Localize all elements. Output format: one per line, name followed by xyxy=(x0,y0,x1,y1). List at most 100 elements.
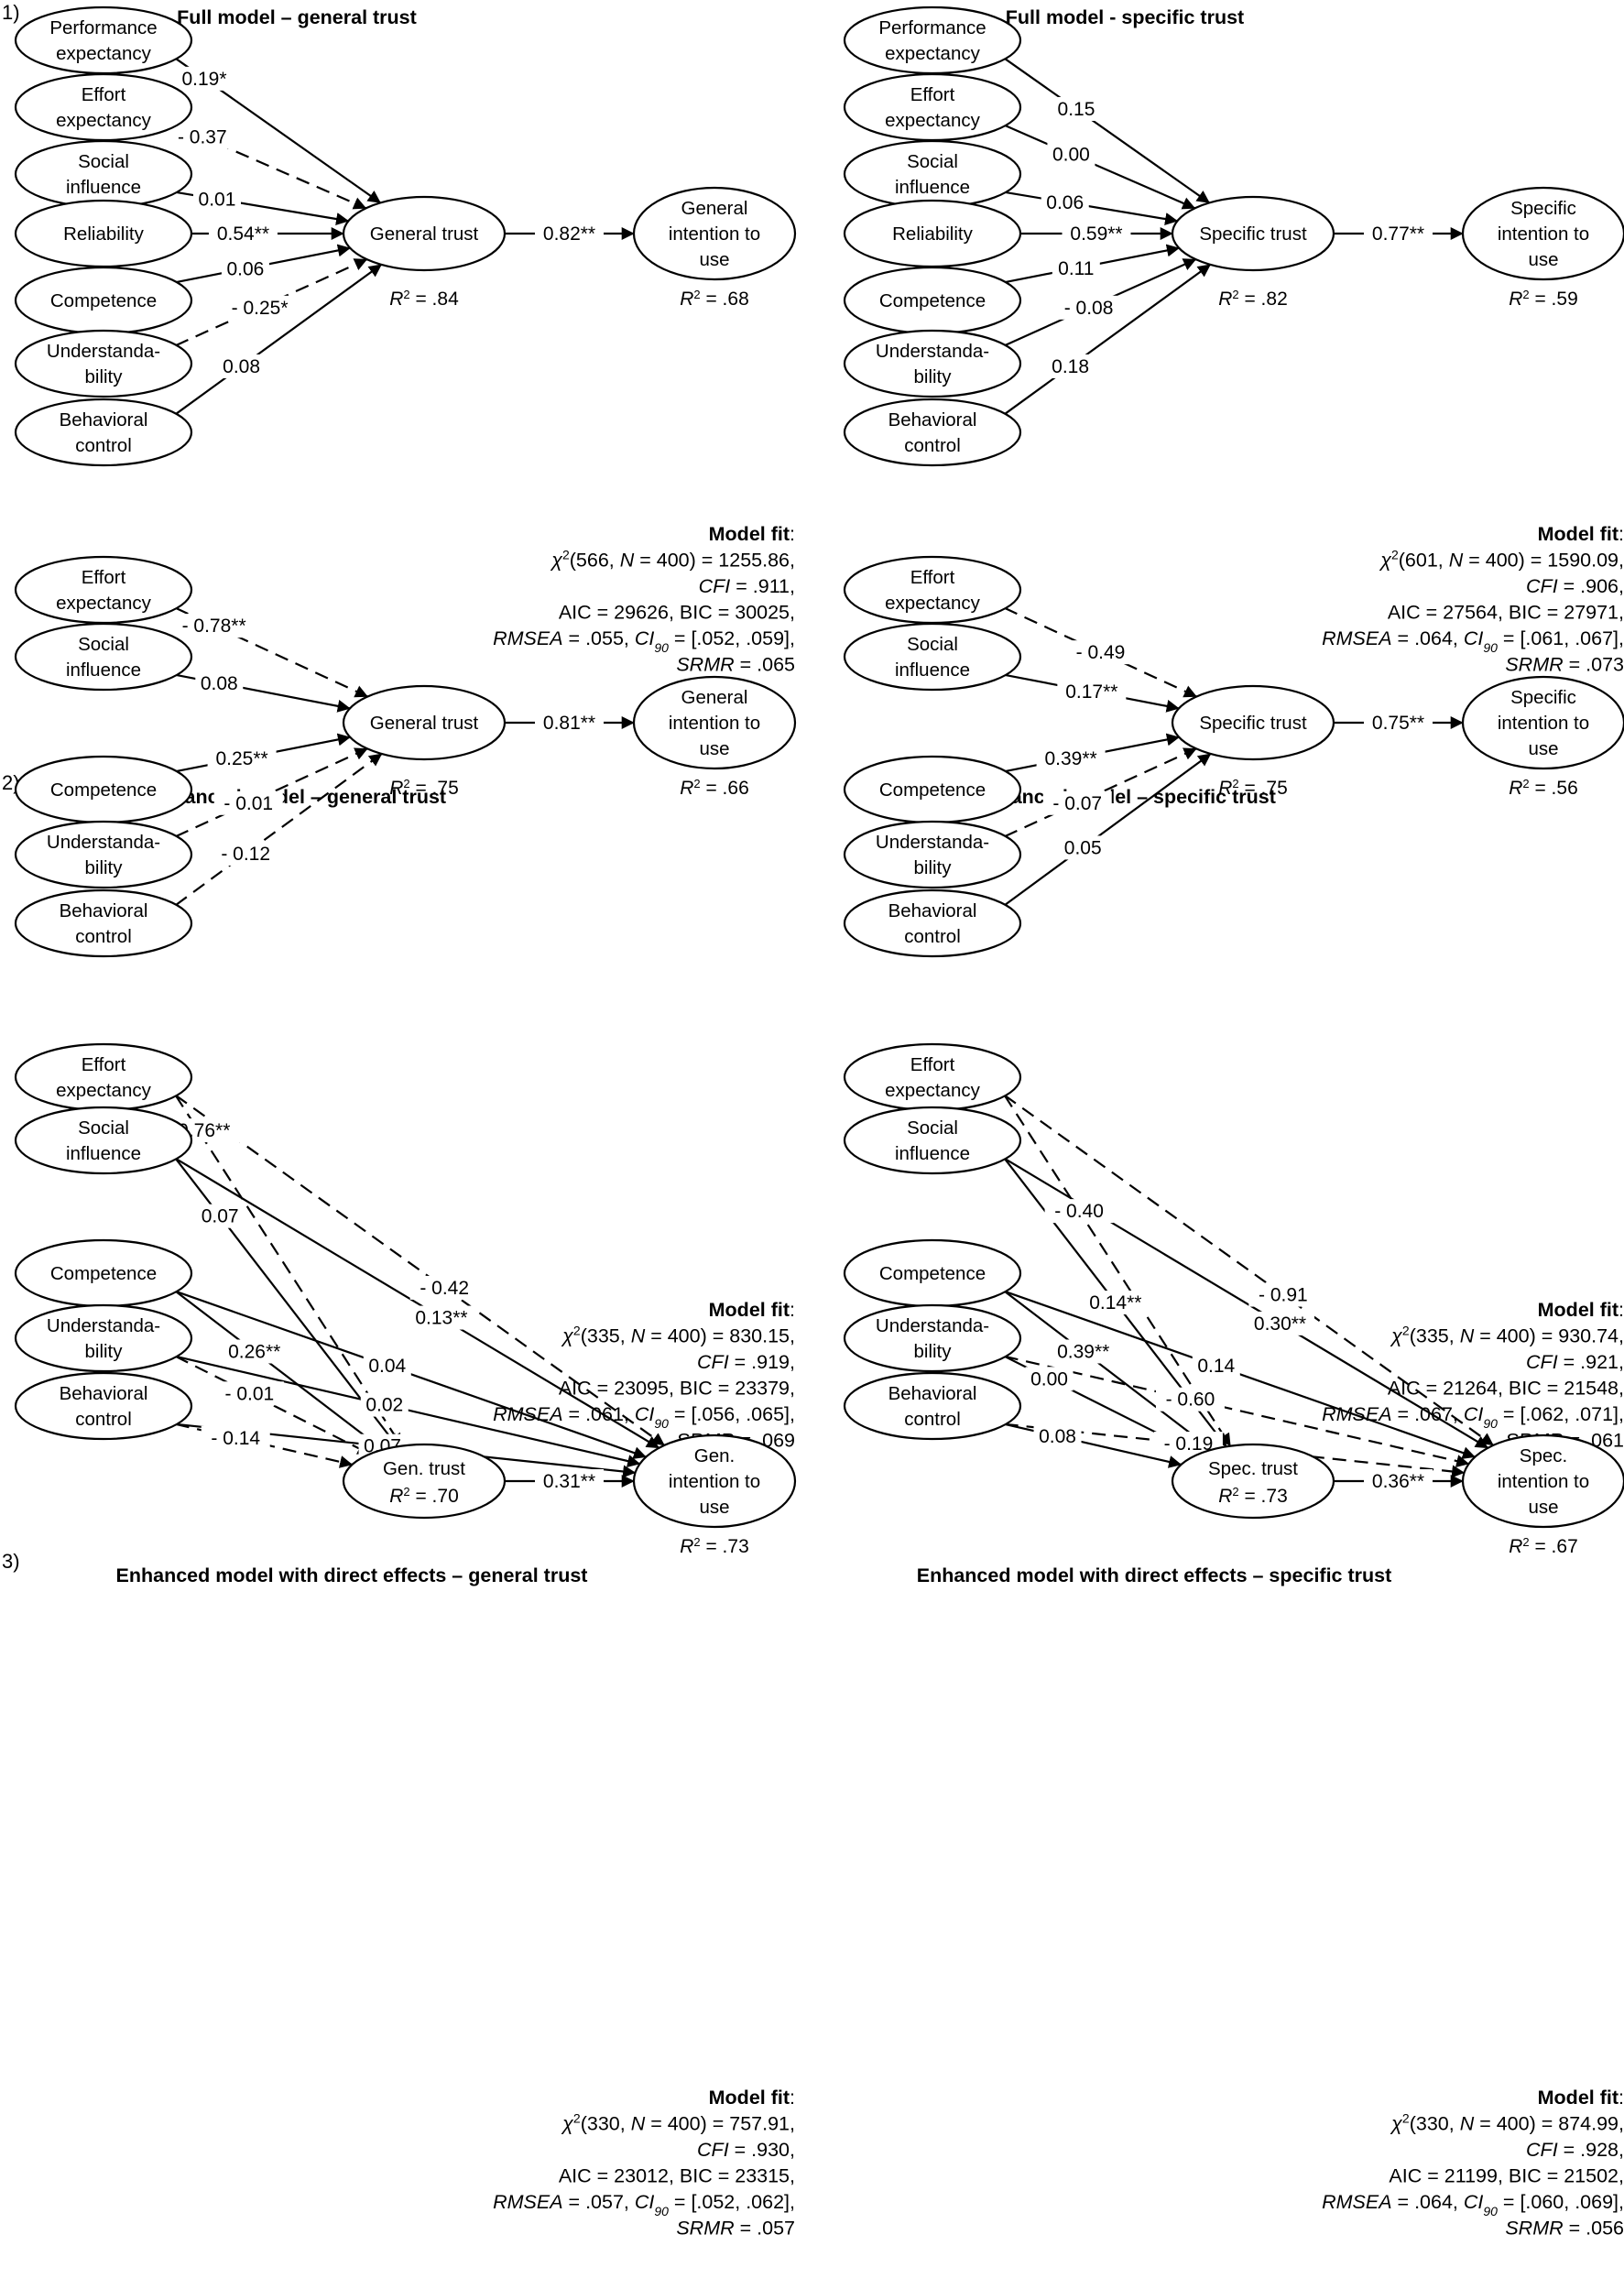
path-coefficient-label: 0.07 xyxy=(202,1206,239,1227)
understandability-node: Understanda-bility xyxy=(843,820,1022,889)
competence-node: Competence xyxy=(14,1238,193,1308)
path-coefficient-label: 0.15 xyxy=(1058,99,1095,120)
path-bc-to-trust xyxy=(1004,753,1212,907)
path-label-background xyxy=(535,1469,604,1493)
model-fit-heading: Model fit: xyxy=(709,523,795,545)
model-fit-srmr: SRMR = .056 xyxy=(1505,2218,1624,2240)
path-ee-to-trust xyxy=(1003,1095,1232,1447)
path-label-background xyxy=(1025,1367,1074,1391)
node-label: Specific trust xyxy=(1199,713,1307,734)
path-coefficient-label: - 0.91 xyxy=(1259,1285,1308,1306)
reliability-node: Reliability xyxy=(843,199,1022,268)
trust-node: Specific trust xyxy=(1171,684,1335,761)
model-fit-heading: Model fit: xyxy=(709,2087,795,2109)
r-squared-intent: R2 = .73 xyxy=(680,1535,749,1558)
path-label-background xyxy=(168,125,237,149)
path-und-to-trust xyxy=(175,258,368,347)
path-coefficient-label: 0.39** xyxy=(1057,1341,1109,1362)
path-und-to-trust xyxy=(175,1355,371,1455)
path-label-background xyxy=(535,711,604,735)
path-label-background xyxy=(1052,256,1100,280)
path-label-background xyxy=(1057,680,1127,704)
node-label: General trust xyxy=(370,713,479,734)
trust-node: Specific trust xyxy=(1171,195,1335,272)
r-squared-trust: R2 = .70 xyxy=(389,1485,459,1508)
path-ee-to-trust xyxy=(1004,606,1197,698)
node-ellipse xyxy=(843,329,1022,398)
path-label-background xyxy=(1062,222,1131,245)
node-label: Gen. trust xyxy=(383,1458,465,1479)
path-label-background xyxy=(1047,142,1095,167)
path-label-background xyxy=(192,187,241,212)
path-coefficient-label: 0.08 xyxy=(1039,1426,1076,1447)
node-ellipse xyxy=(1171,684,1335,761)
model-fit-block: Model fit:χ2(335, N = 400) = 830.15,CFI … xyxy=(493,1299,795,1452)
path-label-background xyxy=(1046,354,1095,378)
path-si-to-intent xyxy=(175,1157,660,1449)
path-labels: - 0.76**0.070.26**- 0.01- 0.140.31**- 0.… xyxy=(153,1118,604,1493)
path-label-background xyxy=(1364,1469,1433,1493)
panel-title: Full model – general trust xyxy=(177,6,417,28)
model-fit-rmsea-ci: RMSEA = .061, CI90 = [.056, .065], xyxy=(493,1403,795,1431)
node-ellipse xyxy=(14,1106,193,1175)
model-fit-chi-square: χ2(566, N = 400) = 1255.86, xyxy=(550,548,795,572)
path-coefficient-label: 0.11 xyxy=(1058,258,1094,279)
path-si-to-trust xyxy=(1004,191,1179,225)
trust-node: Spec. trust xyxy=(1171,1443,1335,1520)
path-coefficient-label: 0.06 xyxy=(1046,192,1084,213)
path-label-background xyxy=(1246,1311,1315,1335)
node-label: Competence xyxy=(879,1263,986,1284)
understandability-node: Understanda-bility xyxy=(843,329,1022,398)
path-coefficient-label: - 0.14 xyxy=(211,1428,260,1449)
node-ellipse xyxy=(843,1371,1022,1441)
path-und-to-trust xyxy=(175,747,368,838)
path-label-background xyxy=(221,256,269,281)
path-label-background xyxy=(1065,640,1135,665)
node-ellipse xyxy=(14,888,193,958)
path-label-background xyxy=(1042,790,1112,815)
node-ellipse xyxy=(14,398,193,467)
competence-node: Competence xyxy=(14,266,193,335)
node-label: Spec. trust xyxy=(1208,1458,1298,1479)
r-squared-intent: R2 = .59 xyxy=(1509,288,1578,311)
node-label: Competence xyxy=(50,779,157,801)
competence-node: Competence xyxy=(843,266,1022,335)
path-label-background xyxy=(409,1275,479,1300)
model-fit-chi-square: χ2(601, N = 400) = 1590.09, xyxy=(1379,548,1624,572)
node-ellipse xyxy=(342,1443,507,1520)
path-label-background xyxy=(360,1392,409,1417)
row-number-1: 1) xyxy=(2,1,20,24)
model-fit-rmsea-ci: RMSEA = .055, CI90 = [.052, .059], xyxy=(493,627,795,655)
path-label-background xyxy=(208,222,278,245)
path-coefficient-label: - 0.25* xyxy=(232,298,289,319)
model-fit-rmsea-ci: RMSEA = .064, CI90 = [.061, .067], xyxy=(1322,627,1624,655)
panel-title: Enhanced model with direct effects – gen… xyxy=(116,1564,588,1586)
node-label: Understanda-bility xyxy=(47,832,160,878)
path-label-background xyxy=(1192,1354,1240,1379)
node-label: Competence xyxy=(879,779,986,801)
model-fit-aic-bic: AIC = 27564, BIC = 27971, xyxy=(1388,602,1624,624)
path-coefficient-label: 0.30** xyxy=(1254,1313,1306,1335)
path-labels: - 0.78**0.080.25**- 0.01- 0.120.81** xyxy=(169,614,604,867)
panel-title: Enhanced model – general trust xyxy=(147,786,446,808)
path-coefficient-label: 0.19* xyxy=(181,69,226,90)
